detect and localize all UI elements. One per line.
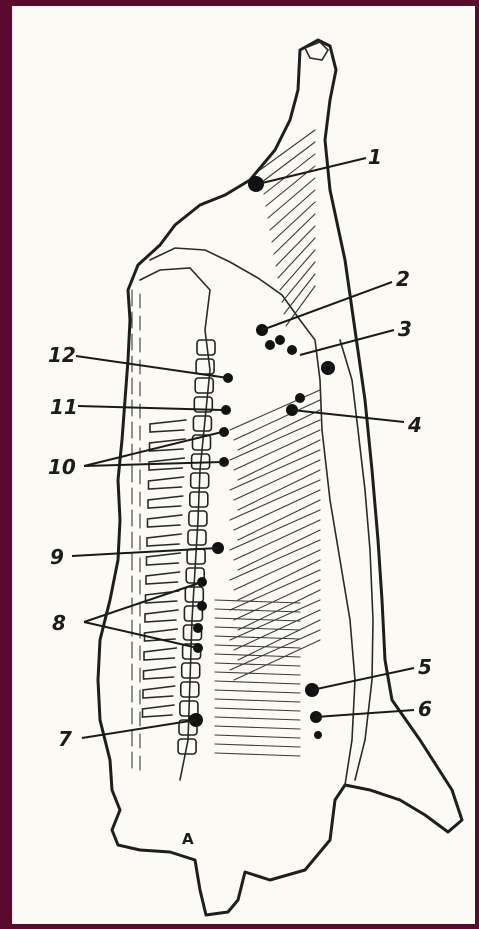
hatch-line <box>234 460 320 500</box>
rib-tooth <box>144 667 176 679</box>
node-marker <box>295 393 305 403</box>
node-marker <box>221 405 231 415</box>
label-10: 10 <box>48 455 76 479</box>
label-11: 11 <box>50 395 78 419</box>
node-marker <box>287 345 297 355</box>
rib-tooth <box>144 648 176 660</box>
node-marker <box>197 601 207 611</box>
label-5: 5 <box>418 655 432 679</box>
rib-tooth <box>147 553 181 565</box>
leader-2 <box>262 282 392 330</box>
rib-tooth <box>143 686 175 698</box>
rib-tooth <box>147 534 181 546</box>
hatch-line <box>234 550 320 590</box>
hatch-line <box>215 600 300 603</box>
hatch-line <box>230 420 320 460</box>
bottom-mark: A <box>182 830 194 848</box>
rib-tooth <box>146 591 179 603</box>
hatch-line <box>215 663 300 666</box>
hatch-line <box>234 400 320 440</box>
hatch-line <box>230 450 320 490</box>
rib-tooth <box>143 705 175 717</box>
rib-tooth <box>148 515 183 527</box>
rib-tooth <box>145 610 178 622</box>
leader-3 <box>300 330 394 355</box>
hatch-line <box>215 708 300 711</box>
hatch-line <box>238 440 320 480</box>
carcass-outline <box>98 40 462 915</box>
hatch-line <box>234 580 320 620</box>
hatch-line <box>238 530 320 570</box>
rib-tooth <box>146 572 180 584</box>
rib-tooth <box>149 477 184 489</box>
hatch-line <box>230 480 320 520</box>
label-4: 4 <box>407 413 422 437</box>
hatch-line <box>238 470 320 510</box>
hatch-line <box>215 753 300 756</box>
hatch-line <box>234 430 320 470</box>
vertebra <box>193 416 211 431</box>
hatch-line <box>215 717 300 720</box>
hatch-line <box>238 620 320 660</box>
rib-tooth <box>150 420 186 432</box>
hatch-line <box>230 390 320 430</box>
hatch-line <box>215 645 300 648</box>
hatch-line <box>230 510 320 550</box>
node-marker <box>314 731 322 739</box>
vertebra <box>195 378 213 393</box>
hatch-line <box>230 540 320 580</box>
hatch-line <box>230 570 320 610</box>
hatch-line <box>215 672 300 675</box>
hatch-line <box>234 610 320 650</box>
hatch-line <box>238 560 320 600</box>
hatch-line <box>215 699 300 702</box>
hatch-line <box>238 410 320 450</box>
leader-5 <box>312 668 414 690</box>
hatch-line <box>264 154 315 194</box>
vertebra <box>196 359 214 374</box>
node-marker <box>265 340 275 350</box>
hatch-line <box>260 130 315 170</box>
label-12: 12 <box>48 343 76 367</box>
hatch-line <box>234 520 320 560</box>
rib-tooth <box>148 496 183 508</box>
hatch-line <box>215 726 300 729</box>
label-6: 6 <box>418 697 432 721</box>
hatch-line <box>234 490 320 530</box>
label-8: 8 <box>52 611 66 635</box>
node-marker <box>321 361 335 375</box>
hatch-line <box>215 681 300 684</box>
hatch-line <box>215 735 300 738</box>
label-3: 3 <box>398 317 412 341</box>
node-marker <box>193 623 203 633</box>
node-marker <box>275 335 285 345</box>
label-2: 2 <box>396 267 410 291</box>
inner-contour-2 <box>140 268 210 780</box>
hatch-line <box>215 744 300 747</box>
leader-6 <box>316 710 414 717</box>
label-7: 7 <box>58 727 72 751</box>
inner-contour <box>150 248 355 785</box>
hatch-line <box>238 500 320 540</box>
label-9: 9 <box>50 545 64 569</box>
label-1: 1 <box>368 145 382 169</box>
leader-11 <box>78 406 222 410</box>
hatch-line <box>215 690 300 693</box>
